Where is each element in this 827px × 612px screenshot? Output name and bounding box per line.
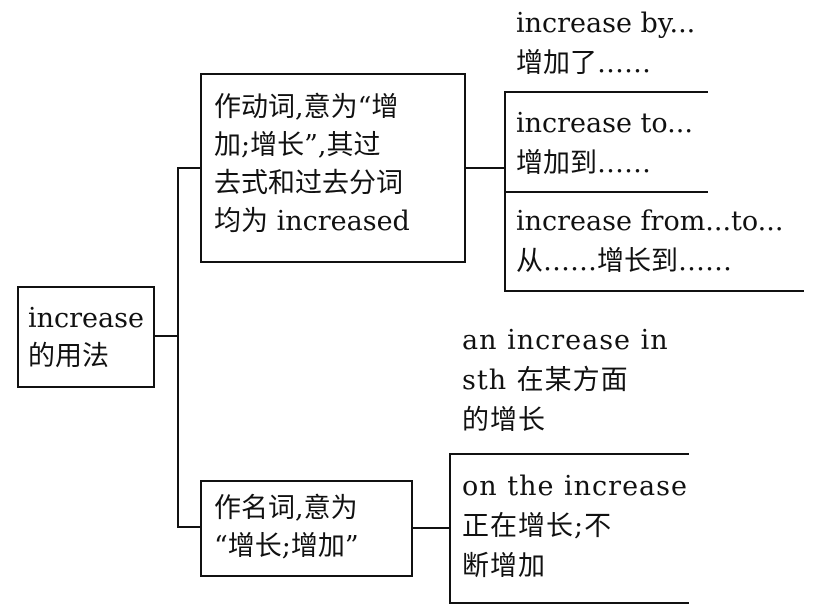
- verb-entry-3-line-2: 从……增长到……: [516, 246, 732, 277]
- noun-usage-line-1: 作名词,意为: [214, 493, 358, 524]
- main-trunk: [177, 167, 179, 528]
- verb-entry-divider-1: [504, 91, 708, 93]
- noun-entries-connector: [413, 527, 451, 529]
- noun-usage-line-2: “增长;增加”: [214, 531, 359, 562]
- verb-entry-2-line-2: 增加到……: [516, 148, 651, 179]
- verb-branch: [177, 167, 201, 169]
- verb-entry-divider-2: [504, 191, 708, 193]
- verb-usage-line-1: 作动词,意为“增: [214, 92, 399, 123]
- verb-usage-node: 作动词,意为“增 加;增长”,其过 去式和过去分词 均为 increased: [200, 73, 466, 263]
- noun-entry-1-line-1: an increase in: [462, 325, 669, 356]
- verb-usage-line-4: 均为 increased: [214, 206, 410, 237]
- noun-entries-bar: [449, 454, 451, 604]
- noun-entry-2-line-2: 正在增长;不: [462, 511, 613, 542]
- verb-entry-increase-from-to: increase from...to... 从……增长到……: [516, 202, 783, 282]
- verb-entry-divider-3: [504, 290, 804, 292]
- noun-entry-divider-1: [449, 453, 689, 455]
- noun-entry-on-the-increase: on the increase 正在增长;不 断增加: [462, 467, 688, 587]
- noun-entry-1-line-2: sth 在某方面: [462, 365, 629, 396]
- root-connector: [155, 335, 179, 337]
- verb-entry-increase-to: increase to... 增加到……: [516, 104, 693, 184]
- noun-branch: [177, 526, 201, 528]
- noun-entry-2-line-1: on the increase: [462, 471, 688, 502]
- root-node: increase 的用法: [17, 286, 155, 388]
- verb-usage-line-3: 去式和过去分词: [214, 168, 403, 199]
- noun-usage-node: 作名词,意为 “增长;增加”: [200, 480, 413, 577]
- noun-entry-1-line-3: 的增长: [462, 405, 546, 436]
- verb-entry-3-line-1: increase from...to...: [516, 206, 784, 237]
- verb-entry-2-line-1: increase to...: [516, 108, 693, 139]
- noun-entry-divider-2: [449, 602, 689, 604]
- root-label-line-1: increase: [28, 303, 144, 334]
- verb-usage-line-2: 加;增长”,其过: [214, 130, 381, 161]
- noun-entry-2-line-3: 断增加: [462, 551, 546, 582]
- root-label-line-2: 的用法: [28, 341, 109, 372]
- verb-entry-increase-by: increase by... 增加了……: [516, 4, 695, 84]
- verb-entries-connector: [466, 167, 506, 169]
- verb-entry-1-line-2: 增加了……: [516, 48, 651, 79]
- noun-entry-an-increase-in: an increase in sth 在某方面 的增长: [462, 321, 669, 441]
- verb-entry-1-line-1: increase by...: [516, 8, 696, 39]
